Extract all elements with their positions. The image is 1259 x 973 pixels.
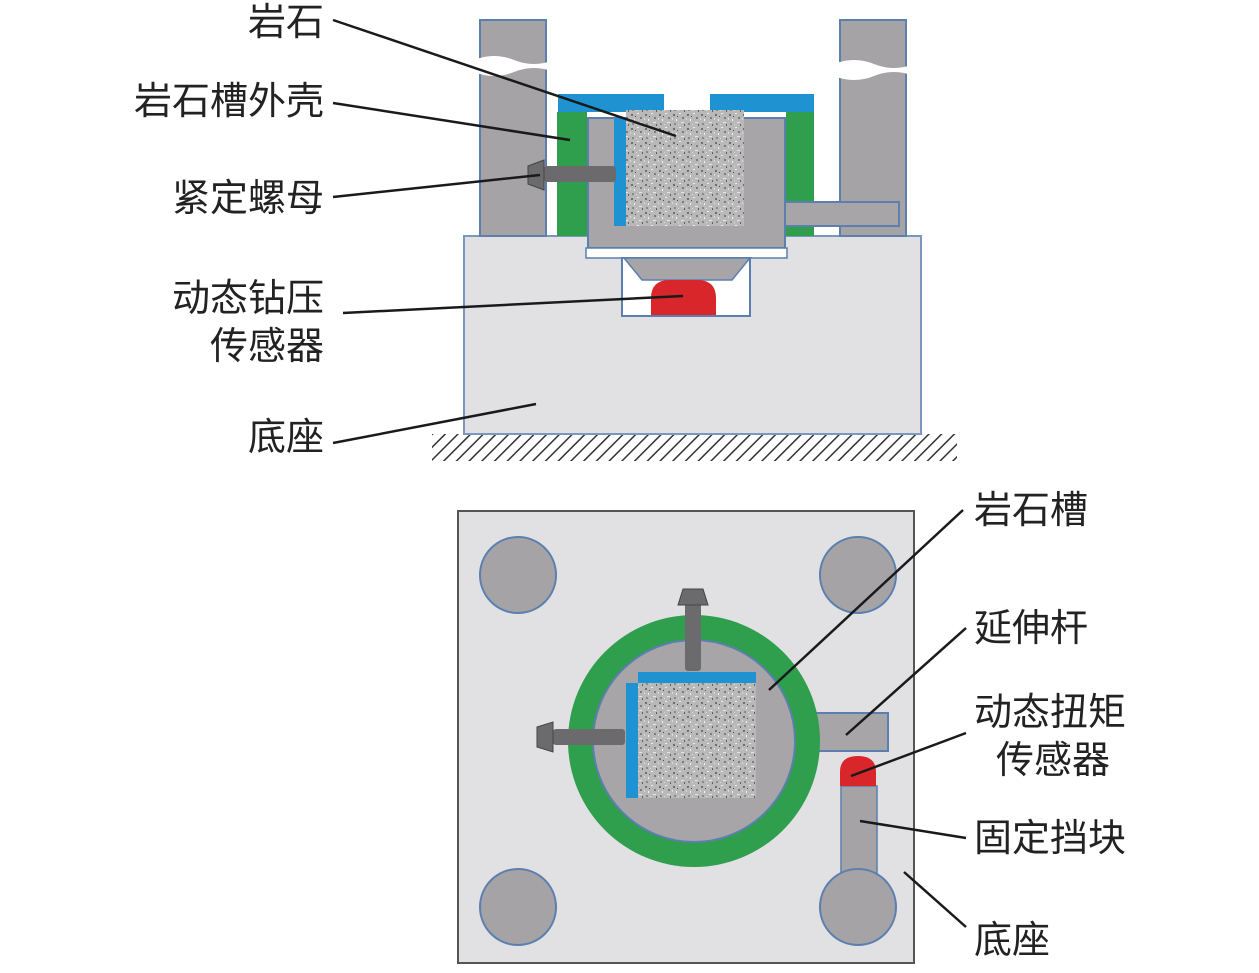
side-set-screw <box>544 166 616 182</box>
leader-set-nut <box>332 173 541 199</box>
side-blue-liner <box>614 118 626 226</box>
label-rock-groove-shell: 岩石槽外壳 <box>133 79 324 123</box>
label-pressure-sensor-line2: 传感器 <box>209 324 324 368</box>
label-rock-groove: 岩石槽 <box>974 488 1089 532</box>
label-top-base: 底座 <box>974 918 1051 962</box>
label-fixed-stop-block: 固定挡块 <box>974 816 1127 860</box>
top-blue-liner-top <box>638 672 756 683</box>
top-rock <box>638 683 756 798</box>
top-blue-liner-left <box>626 683 638 798</box>
torque-sensor <box>840 756 876 786</box>
side-rock <box>626 110 744 226</box>
corner-column-top-left <box>479 536 557 614</box>
leader-side-base <box>332 402 537 445</box>
label-side-base: 底座 <box>247 415 324 459</box>
ground-hatch <box>432 434 957 461</box>
label-torque-sensor-line2: 传感器 <box>996 738 1111 782</box>
label-extension-rod: 延伸杆 <box>974 606 1089 650</box>
side-view <box>432 19 957 461</box>
leader-pressure-sensor <box>342 294 684 315</box>
leader-torque-sensor <box>850 731 967 778</box>
right-column <box>834 19 914 237</box>
corner-column-top-right <box>819 536 897 614</box>
top-set-nut-vertical <box>677 588 709 606</box>
shell-blue-top-left <box>558 94 664 112</box>
leader-rock-groove <box>768 509 964 691</box>
side-extension-rod <box>784 201 900 227</box>
shell-blue-top-right <box>710 94 814 112</box>
leader-lines <box>332 18 967 928</box>
top-set-nut-horizontal <box>536 721 554 753</box>
pressure-sensor <box>651 280 716 315</box>
top-view <box>457 510 915 964</box>
label-torque-sensor-line1: 动态扭矩 <box>974 690 1127 734</box>
leader-rock-groove-shell <box>332 101 571 142</box>
corner-column-bottom-right <box>819 868 897 946</box>
leader-rock <box>332 18 677 138</box>
label-set-nut: 紧定螺母 <box>171 176 324 220</box>
corner-column-bottom-left <box>479 868 557 946</box>
fixed-stop-block <box>840 785 878 877</box>
leader-extension-rod <box>845 627 967 736</box>
label-pressure-sensor-line1: 动态钻压 <box>171 276 324 320</box>
leader-fixed-stop-block <box>859 819 967 840</box>
leader-top-base <box>903 871 967 928</box>
top-set-screw-vertical <box>685 603 701 671</box>
side-groove-gap <box>585 247 788 259</box>
label-rock: 岩石 <box>247 0 324 44</box>
groove-taper <box>622 257 752 281</box>
top-set-screw-horizontal <box>553 729 625 745</box>
